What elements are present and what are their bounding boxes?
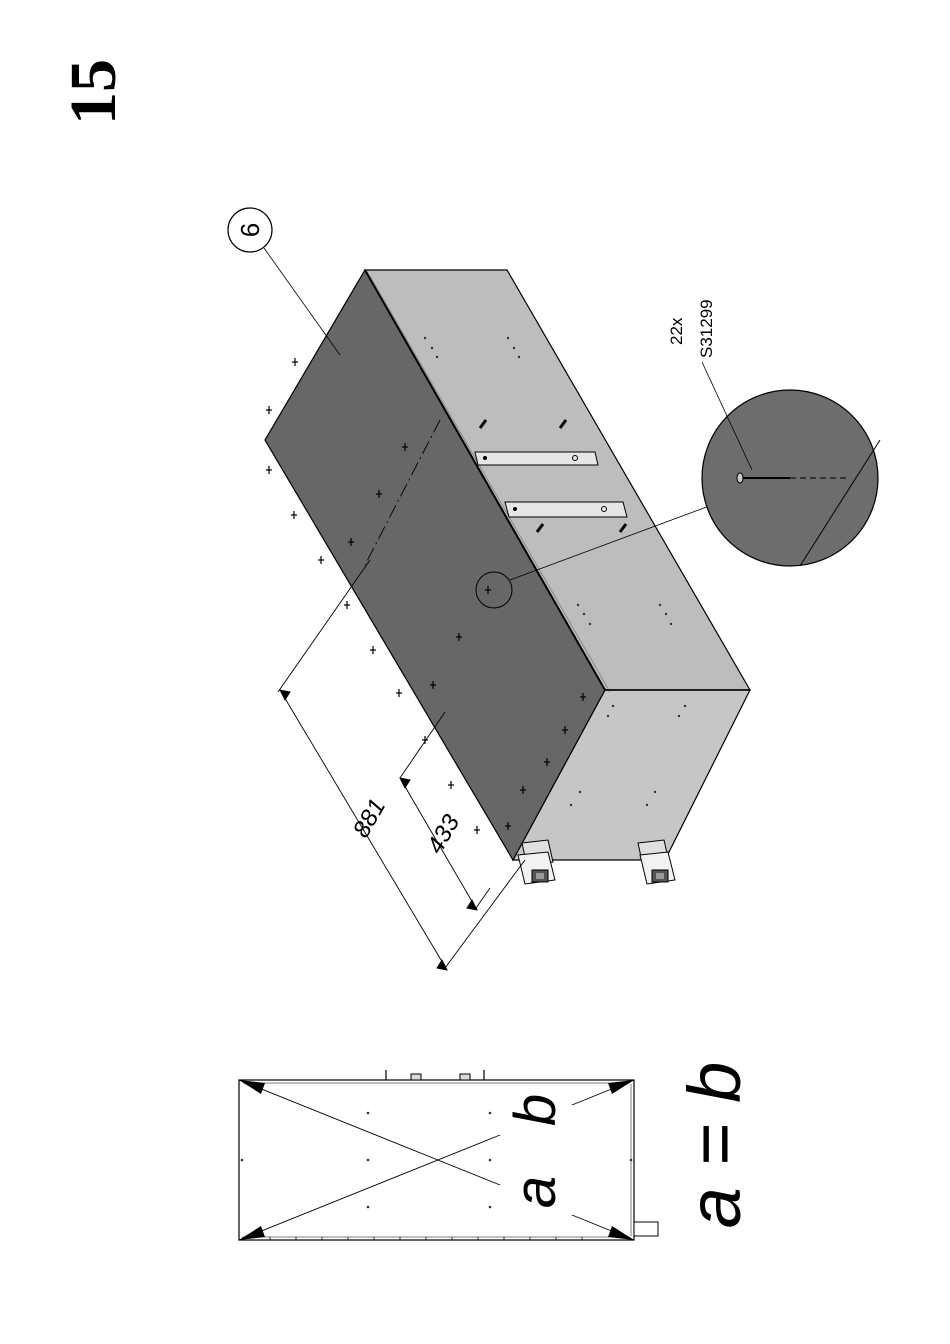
squareness-check-diagram (239, 1070, 658, 1240)
wall-bracket-upper (475, 452, 598, 465)
dimension-inner-label: 433 (422, 810, 466, 859)
step-number: 15 (57, 59, 130, 125)
diagonal-label-b: b (503, 1094, 568, 1126)
wall-bracket-lower (505, 502, 627, 517)
cabinet-isometric-view (265, 270, 750, 884)
part-callout: 6 (228, 208, 340, 355)
diagonal-label-a: a (503, 1176, 568, 1208)
fastener-quantity: 22x (667, 317, 686, 345)
dimension-outer-label: 881 (348, 794, 391, 842)
part-number-label: 6 (235, 223, 265, 237)
squareness-equation: a = b (673, 1062, 756, 1229)
fastener-code: S31299 (697, 299, 716, 358)
detail-zoom-view (702, 362, 880, 566)
